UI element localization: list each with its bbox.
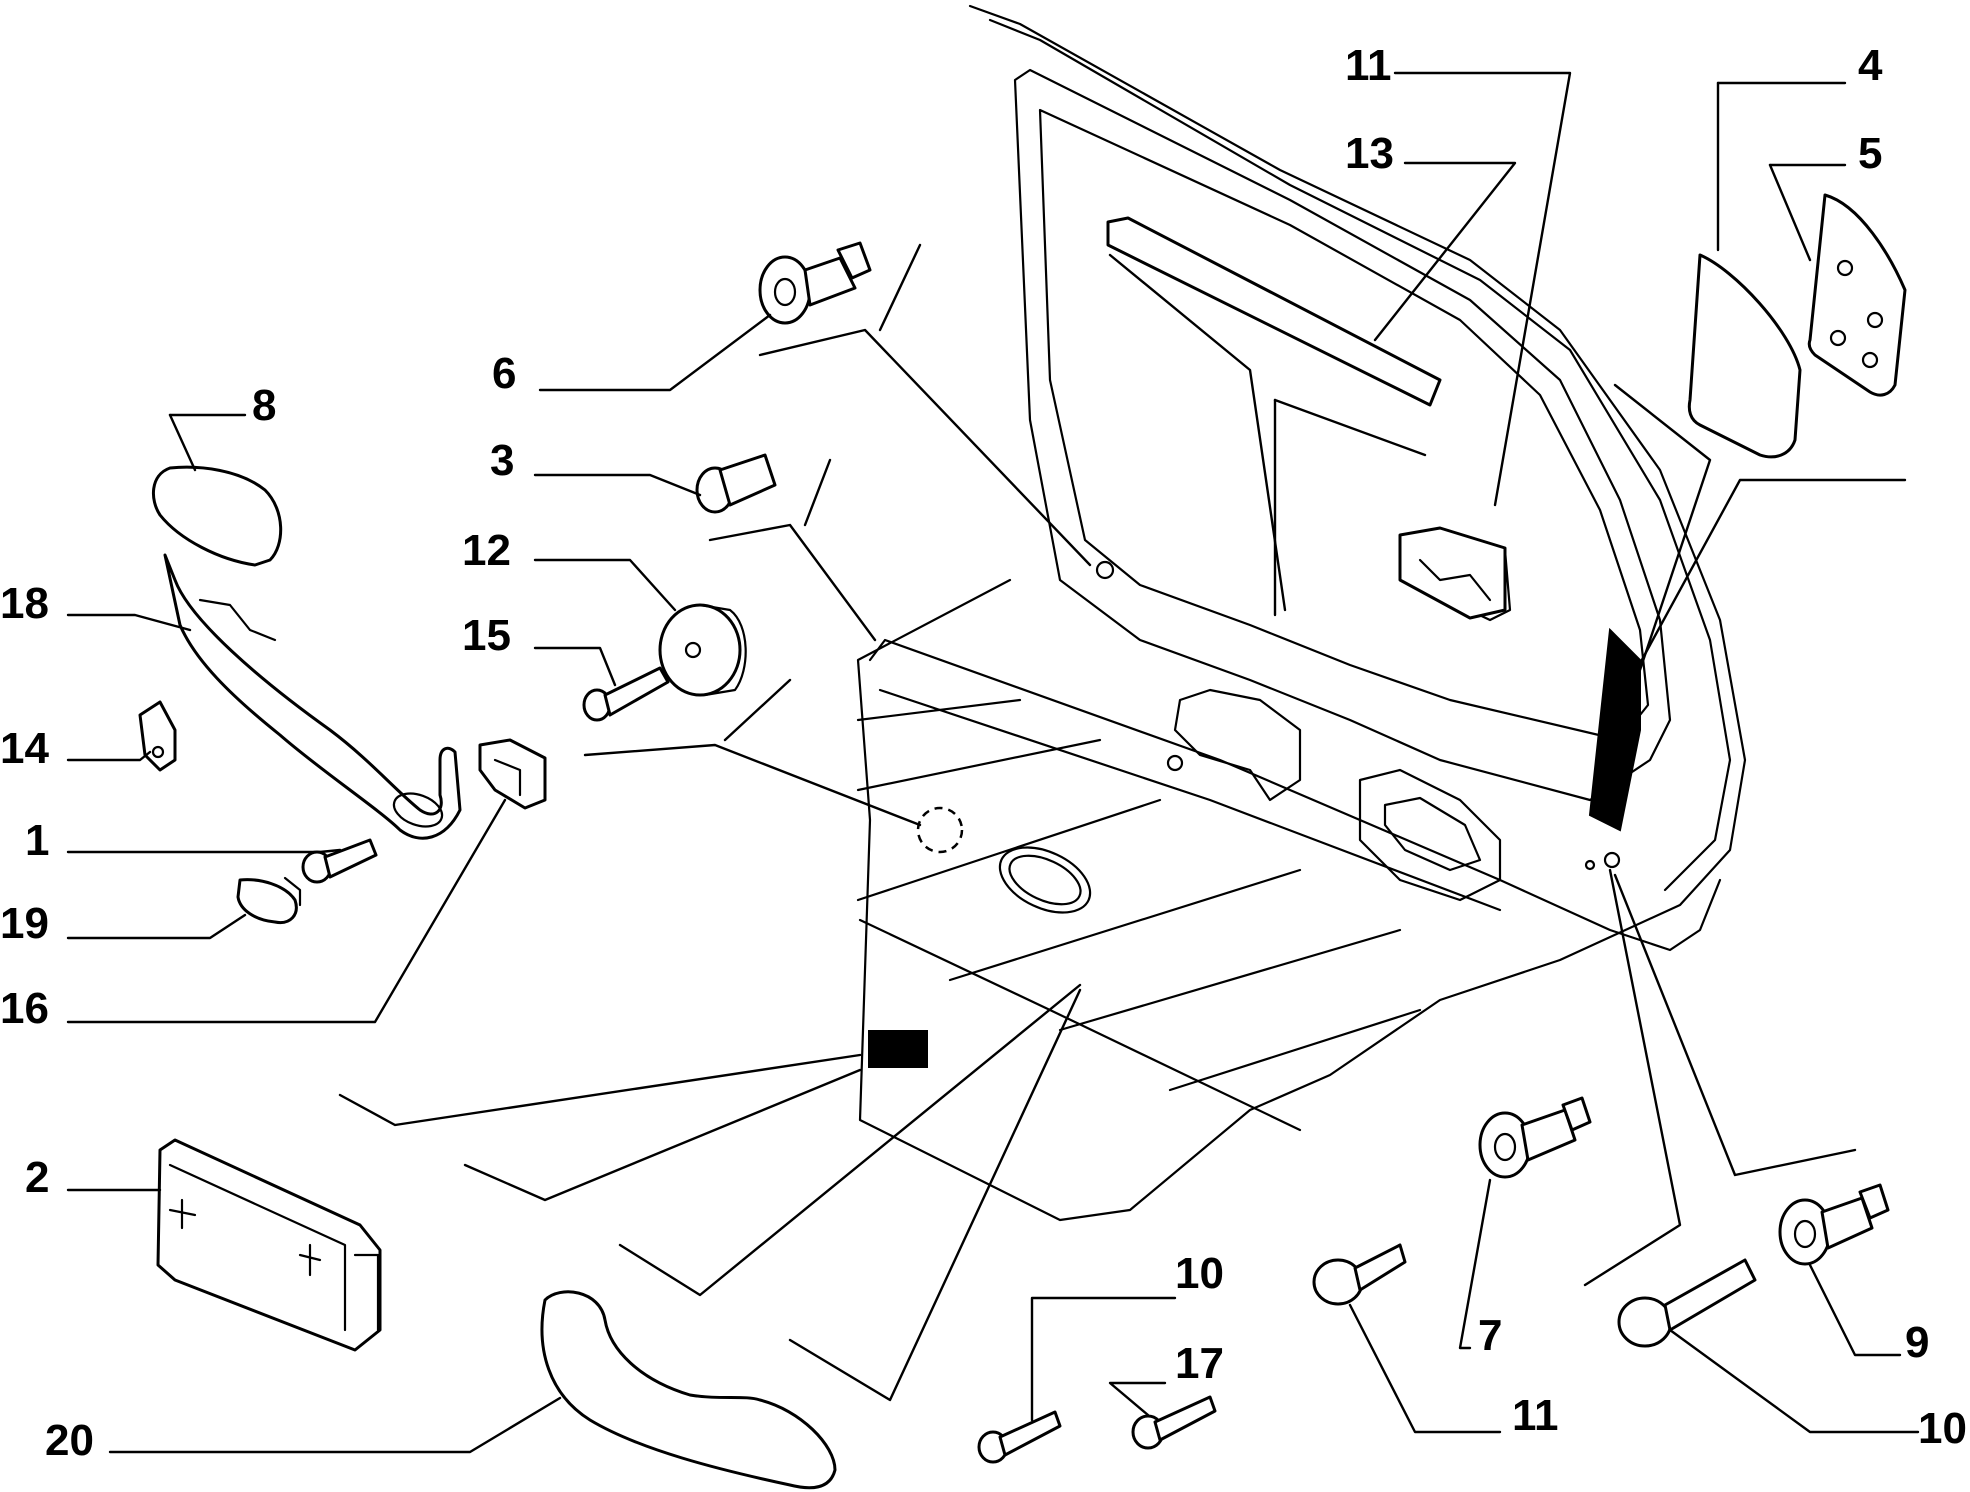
part-5-plate <box>1807 193 1907 397</box>
callout-4: 4 <box>1858 41 1883 90</box>
callout-15: 13 <box>1345 129 1394 178</box>
callout-12: 11 <box>1512 1391 1559 1440</box>
part-19-handle <box>163 553 462 840</box>
part-16-screw <box>582 666 670 722</box>
part-8-cap <box>151 465 283 567</box>
part-1-screw <box>301 838 378 884</box>
door-panel <box>856 4 1747 1222</box>
part-17-bracket <box>478 738 547 810</box>
callout-16: 15 <box>462 611 511 660</box>
callout-11: 11 <box>1345 41 1392 90</box>
callout-8: 8 <box>252 381 276 430</box>
part-13-round-pad <box>658 603 747 697</box>
part-7-push-pin <box>1478 1096 1592 1179</box>
callout-21: 20 <box>45 1416 94 1465</box>
part-14-clip <box>138 700 177 772</box>
window-seal-strip <box>1106 216 1442 407</box>
part-4-pad <box>1687 253 1802 459</box>
callout-2: 2 <box>25 1153 49 1202</box>
part-18-screw <box>1131 1395 1217 1450</box>
callout-5: 5 <box>1858 129 1882 178</box>
part-20-cap <box>236 876 302 925</box>
part-10-screw-a <box>977 1410 1062 1464</box>
part-10-screw-b <box>1617 1258 1757 1348</box>
callout-14: 14 <box>0 724 49 773</box>
part-6-push-pin <box>758 241 872 325</box>
part-21-grab-handle <box>540 1290 837 1490</box>
part-12-screw <box>1312 1243 1407 1306</box>
part-11-clip <box>1398 526 1507 620</box>
callout-6: 6 <box>492 349 516 398</box>
callout-13: 12 <box>462 526 511 575</box>
callout-labels: 11 13 4 5 6 8 3 12 15 18 14 1 19 16 2 20… <box>0 41 1967 1465</box>
callout-1: 1 <box>25 816 49 865</box>
callout-20: 19 <box>0 899 49 948</box>
leader-lines <box>66 71 1920 1454</box>
part-2-lamp <box>156 1138 382 1352</box>
callout-18: 17 <box>1175 1339 1224 1388</box>
callout-7: 7 <box>1478 1311 1502 1360</box>
callout-10-b: 10 <box>1918 1404 1967 1453</box>
callout-9: 9 <box>1905 1318 1929 1367</box>
callout-3: 3 <box>490 436 514 485</box>
callout-10-a: 10 <box>1175 1249 1224 1298</box>
callout-17: 16 <box>0 984 49 1033</box>
callout-19: 18 <box>0 579 49 628</box>
part-3-stud <box>695 453 777 514</box>
part-9-push-pin <box>1778 1183 1890 1266</box>
